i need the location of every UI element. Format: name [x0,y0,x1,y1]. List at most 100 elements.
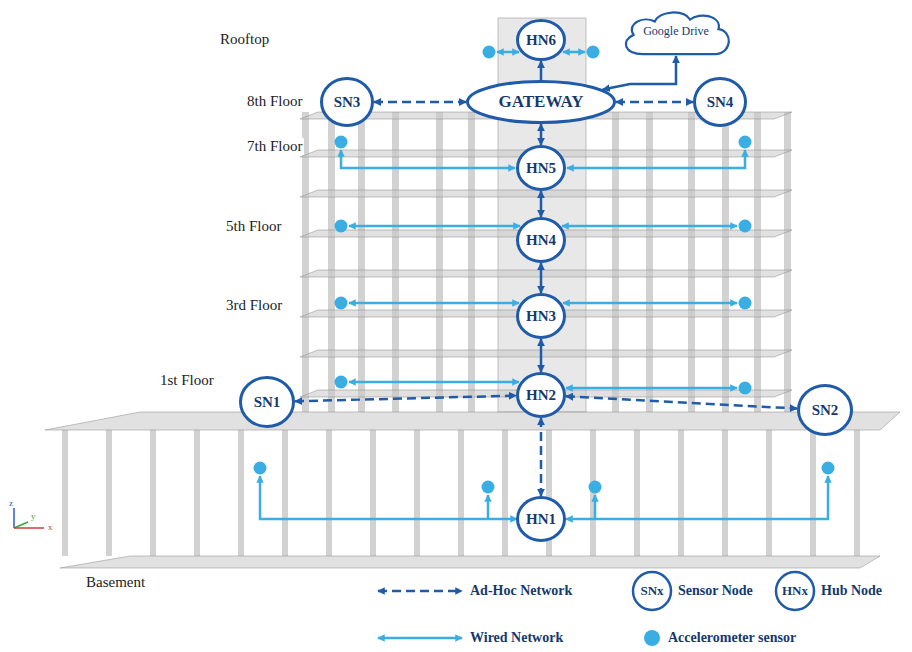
axis-triad [14,508,44,528]
node-label: HN2 [526,387,556,404]
wired-link [487,495,490,519]
adhoc-link [374,101,466,104]
adhoc-link [540,418,543,496]
wired-link [349,381,519,384]
wired-link [562,225,737,228]
node-label-box: SN3 [334,94,361,111]
accelerometer-dot [335,136,348,149]
floor-slab [300,350,792,357]
z-axis [13,508,15,528]
building-column [784,112,791,412]
floor-label: 5th Floor [224,218,283,235]
legend-symbol-label: SNx [640,584,663,599]
wired-link [341,150,515,168]
adhoc-link [566,396,797,408]
building-column [678,430,684,556]
accelerometer-dot [483,46,496,59]
building-column [62,430,68,556]
wired-link [563,302,737,305]
wired-link [349,225,520,228]
cloud-shape [626,12,729,54]
wired-link [566,387,737,390]
accelerometer-dot [739,136,752,149]
building-column [414,430,420,556]
floor-label: 8th Floor [245,93,304,110]
node-ellipse [518,295,565,338]
building-column [194,430,200,556]
accelerometer-sensors [254,46,835,494]
network-node: SN2 [797,384,853,436]
node-label: SN4 [707,94,734,111]
legend-dot-sample [644,630,660,646]
y-axis [14,522,28,528]
building-column [150,430,156,556]
building-column [502,430,508,556]
cloud-node: Google Drive [617,8,735,56]
building-column [722,430,728,556]
axis-label: y [29,511,38,521]
wired-link [349,302,519,305]
network-link [540,339,543,372]
node-label: HN1 [526,511,556,528]
accelerometer-dot [739,382,752,395]
x-axis [14,527,44,529]
accelerometer-dot [482,481,495,494]
node-label: HN3 [526,308,556,325]
adhoc-link [295,396,516,402]
floor-label: 3rd Floor [224,297,284,314]
wired-link [497,51,519,54]
accelerometer-dot [822,462,835,475]
legend-text: Hub Node [821,583,882,600]
accelerometer-dot [335,220,348,233]
node-ellipse [518,21,565,60]
accelerometer-dot [589,481,602,494]
axis-label: z [7,498,15,508]
network-link [540,263,543,293]
network-node: GATEWAY [466,80,616,124]
network-node: SN1 [239,376,295,428]
network-link [603,56,676,90]
network-link [540,124,543,145]
building-column [766,430,772,556]
legend-node-sample [776,572,814,610]
node-label-box: HN1 [526,511,556,528]
floor-slab [45,412,900,430]
floor-label: Basement [84,574,147,591]
node-ellipse [518,374,565,417]
building-column [810,430,816,556]
wired-link [594,495,597,519]
network-node: SN3 [320,77,374,127]
node-label-box: GATEWAY [498,93,583,112]
network-link [540,61,543,80]
network-node: SN4 [693,77,747,127]
network-node: HN4 [516,217,566,263]
legend-item [644,630,660,646]
floor-slab [300,190,792,197]
legend-item [378,591,462,592]
floor-label: 1st Floor [158,372,216,389]
network-node: HN5 [516,145,566,191]
legend-text: Ad-Hoc Network [470,583,572,600]
accelerometer-dot [335,297,348,310]
building-column [238,430,244,556]
network-node: HN6 [516,19,566,61]
node-label-box: SN1 [254,394,281,411]
node-label-box: HN6 [526,32,556,49]
building-column [106,430,112,556]
network-node: HN3 [516,293,566,339]
legend-line-sample [378,590,462,593]
floor-label: Rooftop [218,31,271,48]
node-label: HN6 [526,32,556,49]
legend-item [633,572,671,610]
building-column [326,430,332,556]
node-label: GATEWAY [498,93,583,112]
accelerometer-dot [335,376,348,389]
wired-link [563,51,585,54]
wired-network [260,52,828,519]
network-link [540,191,543,217]
legend-item [776,572,814,610]
node-label-box: HN4 [526,232,556,249]
node-ellipse [518,147,565,190]
